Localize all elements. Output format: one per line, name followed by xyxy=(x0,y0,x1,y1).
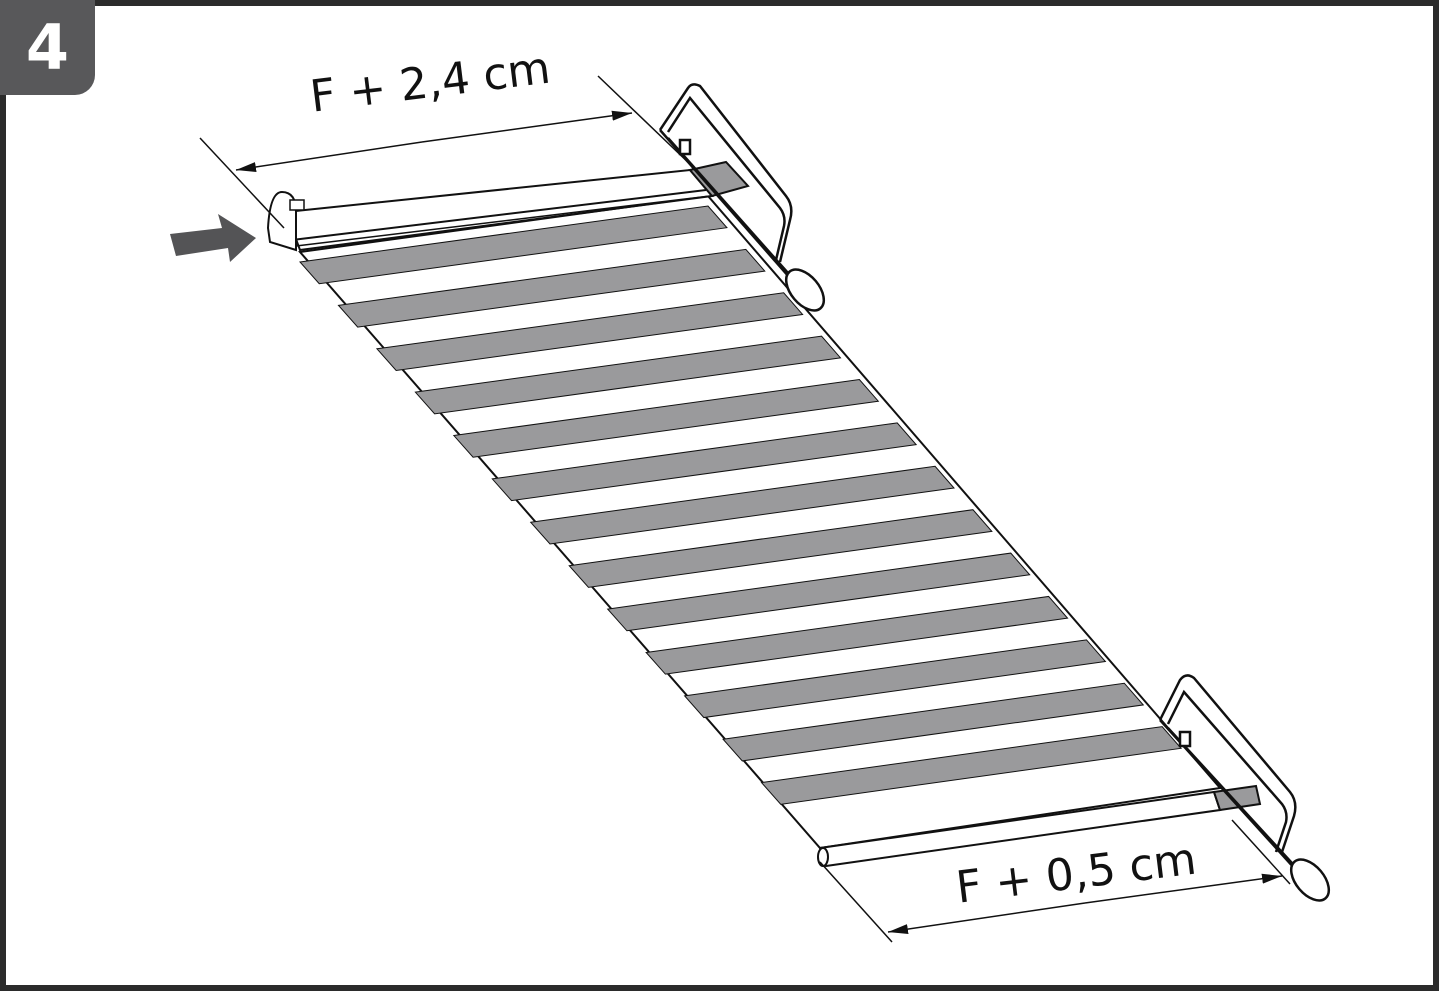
top-dimension-label: F + 2,4 cm xyxy=(307,43,553,123)
blind-stripe xyxy=(722,682,1145,762)
blind-stripe xyxy=(683,639,1107,719)
blind-stripe xyxy=(375,292,804,371)
blind-stripe xyxy=(760,726,1183,805)
blind-stripe xyxy=(299,205,728,285)
blind-stripe xyxy=(491,422,918,502)
bottom-dimension-label: F + 0,5 cm xyxy=(953,834,1199,914)
blind-stripe xyxy=(452,379,880,458)
hacksaw-icon xyxy=(658,83,826,312)
blind-stripe xyxy=(645,595,1069,675)
step-number: 4 xyxy=(25,10,70,84)
step-badge: 4 xyxy=(0,0,95,95)
blind-stripe xyxy=(414,335,842,415)
blind-stripe xyxy=(606,552,1031,632)
end-cap-icon xyxy=(266,190,305,252)
hacksaw-icon xyxy=(1158,674,1331,902)
blind-stripe xyxy=(529,465,955,545)
blind-stripe xyxy=(337,248,766,328)
blind-stripe xyxy=(568,509,993,588)
push-arrow-icon xyxy=(170,214,256,262)
blind-stripes xyxy=(299,205,1183,805)
